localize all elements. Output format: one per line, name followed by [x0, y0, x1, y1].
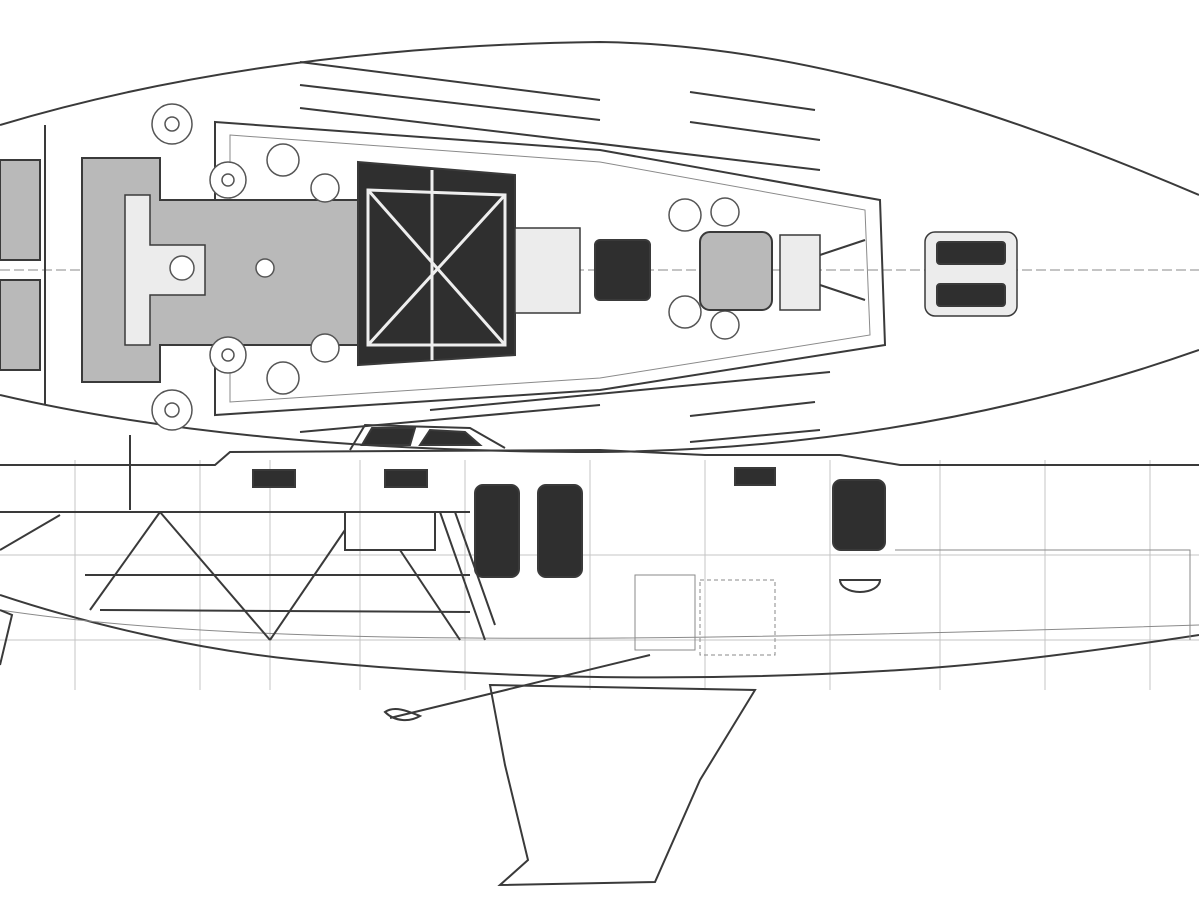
companionway-ladder: [439, 511, 496, 641]
hull-bottom: [0, 594, 1199, 679]
deckhouse-windows: [360, 427, 483, 446]
wheel-pedestal-icon: [169, 255, 195, 281]
porthole-2: [384, 469, 428, 488]
rudder: [0, 609, 14, 666]
mast-base-fittings: [779, 234, 866, 311]
chainplate-frames: [0, 511, 461, 641]
hatch-frame: [366, 170, 507, 360]
sliding-hatch-garage: [514, 227, 581, 314]
mast-partner: [699, 231, 773, 311]
locker-door-3: [832, 479, 886, 551]
station-grid: [0, 460, 1199, 690]
cockpit-fitting: [255, 258, 275, 278]
interior-structure: [0, 511, 1191, 656]
deck-plan: [0, 40, 1199, 454]
propeller-shaft: [383, 654, 651, 722]
profile-view: [0, 423, 1199, 887]
locker-door-2: [537, 484, 583, 578]
locker-door-1: [474, 484, 520, 578]
mid-deck-hatch: [594, 239, 651, 301]
forward-hatch-pane-bottom: [936, 283, 1006, 307]
waterline: [0, 609, 1199, 639]
coachroof-outline: [214, 120, 887, 417]
helm-pedestal: [124, 194, 206, 346]
hull-outline-top: [0, 40, 1199, 196]
aft-deck-panel-bottom: [0, 279, 41, 371]
aft-deck-panel-top: [0, 159, 41, 261]
deckhouse-profile: [349, 423, 506, 451]
porthole-3: [734, 467, 776, 486]
winches: [151, 103, 740, 431]
keel: [488, 683, 757, 887]
sheer-line: [0, 448, 1199, 466]
porthole-1: [252, 469, 296, 488]
coachroof-inner: [229, 134, 871, 403]
forward-hatch-pane-top: [936, 241, 1006, 265]
deck-stripes: [299, 61, 831, 443]
